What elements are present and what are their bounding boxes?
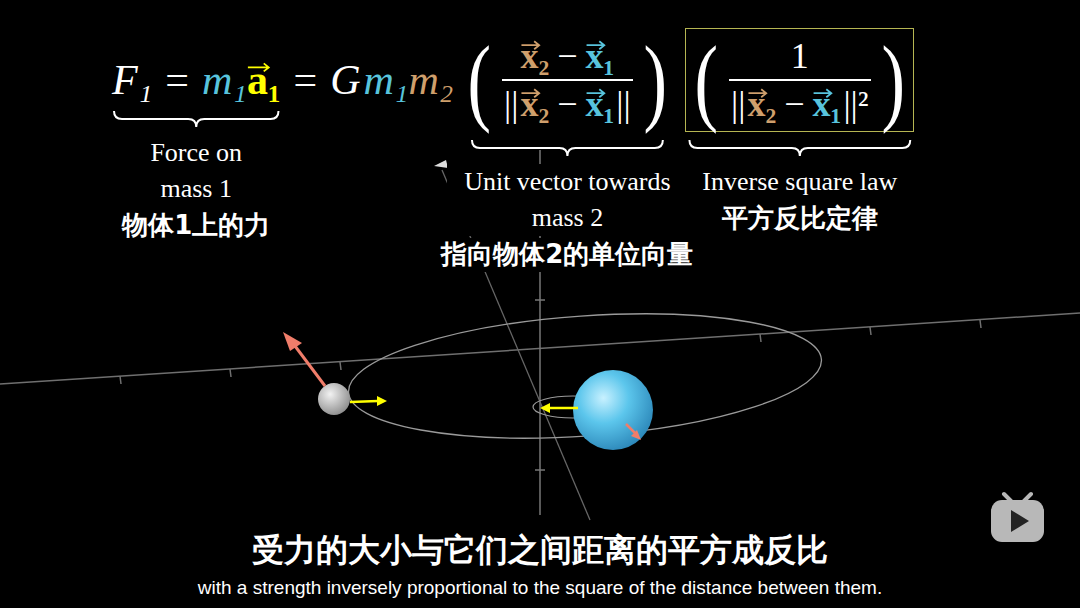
brace-note: Unit vector towards mass 2指向物体2的单位向量 [438, 164, 696, 272]
vector-symbol: x₂ [747, 86, 776, 122]
vector-symbol: x₂ [520, 86, 549, 122]
brace-label-translation: 指向物体2的单位向量 [438, 238, 696, 272]
vector-symbol: x₁ [813, 86, 842, 122]
underbrace [472, 140, 663, 156]
brace-label-translation: 平方反比定律 [719, 202, 881, 236]
parenthesis: ) [643, 31, 667, 129]
paren-slot: ( [463, 31, 496, 129]
force-arrowhead [631, 430, 641, 440]
math-symbol: m₂ [408, 59, 453, 101]
norm-bars: || [731, 86, 745, 122]
formula: F₁=m₁a₁=Gm₁m₂ ( x₂−x₁ ||x₂−x₁|| ) (1||x₂… [112, 28, 914, 132]
math-symbol: G [330, 59, 360, 101]
operator: = [293, 59, 317, 101]
operator: = [165, 59, 189, 101]
vector-symbol: x₁ [586, 86, 615, 122]
numerator: x₂−x₁ [520, 38, 614, 74]
norm-bars: || [504, 86, 518, 122]
subtitles: 受力的大小与它们之间距离的平方成反比 with a strength invers… [0, 532, 1080, 600]
formula-lhs: F₁=m₁a₁=Gm₁m₂ [112, 59, 453, 101]
logo-play [1011, 510, 1029, 532]
paren-slot: ) [639, 31, 672, 129]
axis-ticks [120, 320, 981, 384]
parenthesis: ) [881, 31, 905, 129]
brace-label: Inverse square law [694, 164, 905, 200]
brace-label-translation: 物体1上的力 [119, 209, 273, 243]
large-mass [573, 370, 653, 450]
paren-slot: ( [690, 31, 723, 129]
parenthesis: ( [695, 31, 719, 129]
velocity-arrow [350, 401, 378, 402]
denominator: ||x₂−x₁|| [502, 86, 633, 122]
norm-bars: || [616, 86, 630, 122]
brace-label: Force on mass 1 [118, 135, 274, 207]
player-logo [991, 494, 1044, 542]
math-symbol: m₁ [202, 59, 247, 101]
small-mass [318, 383, 350, 415]
math-symbol: F₁ [112, 59, 152, 101]
vector-symbol: x₁ [586, 38, 615, 74]
operator: − [557, 38, 577, 74]
subtitle-english: with a strength inversely proportional t… [198, 577, 882, 600]
subtitle-chinese: 受力的大小与它们之间距离的平方成反比 [252, 532, 828, 569]
underbrace [689, 140, 910, 156]
operator: − [784, 86, 804, 122]
force-arrow [295, 346, 325, 386]
paren-slot: ) [877, 31, 910, 129]
numerator: 1 [791, 38, 809, 74]
velocity-arrowhead [540, 403, 550, 413]
force-arrowhead [283, 332, 302, 351]
operator: − [557, 86, 577, 122]
logo-body [991, 500, 1044, 542]
vector-symbol: a₁ [247, 59, 281, 101]
denominator: ||x₂−x₁||² [729, 86, 871, 122]
vector-symbol: x₂ [520, 38, 549, 74]
velocity-arrow [550, 407, 578, 410]
math-symbol: 1 [791, 38, 809, 74]
fraction: 1 ||x₂−x₁||² [723, 38, 877, 122]
fraction-bar [729, 79, 871, 81]
logo-ears [1004, 494, 1031, 501]
math-symbol: m₁ [364, 59, 409, 101]
orbit-path [344, 300, 825, 453]
fraction: x₂−x₁ ||x₂−x₁|| [496, 38, 639, 122]
brace-note: Inverse square law平方反比定律 [694, 164, 905, 236]
norm-bars: ||² [843, 86, 868, 122]
axis-arrowhead [434, 160, 448, 168]
fraction-bar [502, 79, 633, 81]
velocity-arrowhead [377, 396, 387, 406]
brace-note: Force on mass 1物体1上的力 [118, 135, 274, 243]
brace-label: Unit vector towards mass 2 [447, 164, 688, 236]
underbrace [114, 111, 278, 127]
parenthesis: ( [468, 31, 492, 129]
highlight-box: (1 ||x₂−x₁||²) [685, 28, 914, 132]
